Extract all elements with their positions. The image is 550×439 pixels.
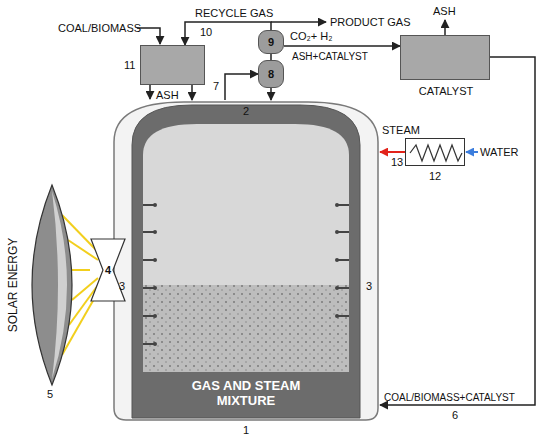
callout-number: 1: [243, 424, 249, 437]
callout-number: 6: [452, 409, 458, 422]
separator-vessel: 8: [258, 60, 284, 88]
side-label: SOLAR ENERGY: [7, 238, 20, 333]
node-text: GAS AND STEAM MIXTURE: [181, 378, 311, 408]
node-text: 8: [268, 68, 274, 81]
node-text: 11: [124, 59, 135, 72]
callout-number: 3: [366, 280, 372, 293]
callout-number: 10: [200, 26, 212, 39]
flow-connector: [225, 74, 258, 100]
flow-connector: [380, 151, 405, 153]
flow-label: ASH: [156, 89, 179, 102]
flow-label: RECYCLE GAS: [195, 7, 273, 20]
callout-number: 2: [243, 105, 249, 118]
ash-line: [444, 20, 446, 35]
feed-hopper: 11: [140, 45, 205, 85]
flow-label: COAL/BIOMASS: [58, 22, 141, 35]
flow-connector: [284, 45, 400, 47]
flow-connector: [72, 269, 90, 271]
reactor-drawing: [112, 100, 380, 422]
flow-label: PRODUCT GAS: [330, 16, 410, 29]
callout-number: 13: [391, 156, 403, 169]
separator-vessel: 9: [258, 30, 284, 54]
water-line: [466, 151, 478, 153]
flow-label: ASH+CATALYST: [292, 50, 368, 63]
flow-label: 7: [213, 80, 219, 93]
flow-connector: [380, 57, 535, 405]
solar-concentrator: 5: [32, 185, 72, 385]
reactor-vessel: GAS AND STEAM MIXTURE: [112, 100, 380, 422]
solar-window: 4: [90, 238, 126, 302]
flow-label: COAL/BIOMASS+CATALYST: [384, 391, 515, 404]
callout-number: 3: [119, 280, 125, 293]
flow-label: WATER: [480, 146, 519, 159]
flow-label: STEAM: [382, 124, 420, 137]
flow-connector: [191, 85, 193, 100]
node-text: 9: [268, 36, 274, 49]
catalyst-box: CATALYST: [400, 35, 490, 80]
product-gas-line: [271, 21, 326, 23]
heater-coil: [406, 139, 466, 167]
solar-lens: [32, 185, 72, 385]
node-text: 4: [105, 264, 111, 277]
flow-label: ASH: [433, 5, 456, 18]
node-text: 12: [429, 170, 441, 183]
ash-line: [149, 85, 151, 99]
heat-exchanger: 12: [405, 138, 465, 166]
flow-label: CO₂+ H₂: [290, 30, 332, 43]
node-text: CATALYST: [401, 85, 491, 98]
flow-connector: [270, 88, 272, 100]
node-text: 5: [47, 388, 53, 401]
